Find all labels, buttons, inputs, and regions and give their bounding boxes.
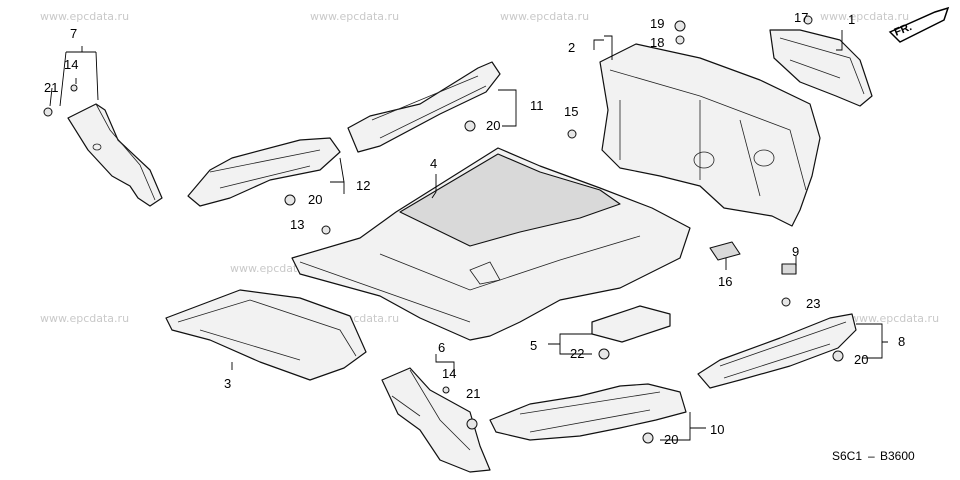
- watermark: www.epcdata.ru: [850, 312, 939, 325]
- diagram-code: S6C1 – B3600: [832, 449, 915, 463]
- part-20-clip: [464, 120, 476, 132]
- callout-6: 6: [438, 340, 445, 355]
- part-22-clip: [598, 348, 610, 360]
- part-16-clip: [709, 241, 741, 261]
- callout-8: 8: [898, 334, 905, 349]
- part-6-trim: [381, 367, 491, 473]
- callout-21-upper: 21: [44, 80, 58, 95]
- callout-10: 10: [710, 422, 724, 437]
- callout-9: 9: [792, 244, 799, 259]
- callout-20-upper: 20: [486, 118, 500, 133]
- watermark: www.epcdata.ru: [310, 10, 399, 23]
- callout-2: 2: [568, 40, 575, 55]
- callout-20-lower: 20: [664, 432, 678, 447]
- callout-3: 3: [224, 376, 231, 391]
- callout-18: 18: [650, 35, 664, 50]
- callout-numbers: 1 2 3 4 5 6 7 8 9 10 11 12 13 14 14 15 1…: [44, 10, 905, 447]
- watermark: www.epcdata.ru: [820, 10, 909, 23]
- callout-20-right: 20: [854, 352, 868, 367]
- callout-13: 13: [290, 217, 304, 232]
- watermark: www.epcdata.ru: [40, 10, 129, 23]
- callout-5: 5: [530, 338, 537, 353]
- part-12-garnish: [187, 137, 341, 207]
- callout-12: 12: [356, 178, 370, 193]
- callout-4: 4: [430, 156, 437, 171]
- part-10-garnish: [489, 383, 687, 444]
- part-5-pad: [591, 305, 671, 343]
- diagram-code-prefix: S6C1: [832, 449, 862, 463]
- diagram-code-separator: –: [868, 449, 875, 463]
- callout-19: 19: [650, 16, 664, 31]
- part-8-garnish: [697, 297, 857, 389]
- watermark: www.epcdata.ru: [500, 10, 589, 23]
- part-13-clip: [321, 225, 331, 235]
- callout-14-upper: 14: [64, 57, 78, 72]
- part-7-trim: [43, 84, 163, 207]
- part-11-garnish: [347, 61, 501, 153]
- front-direction-arrow: FR.: [888, 6, 950, 43]
- callout-1: 1: [848, 12, 855, 27]
- callout-22: 22: [570, 346, 584, 361]
- callout-15: 15: [564, 104, 578, 119]
- diagram-code-number: B3600: [880, 449, 915, 463]
- callout-20-middle: 20: [308, 192, 322, 207]
- callout-23: 23: [806, 296, 820, 311]
- callout-7: 7: [70, 26, 77, 41]
- part-1-insulator: [567, 15, 873, 139]
- callout-17: 17: [794, 10, 808, 25]
- part-9-clip: [781, 263, 797, 275]
- leader-lines: [49, 30, 888, 441]
- watermark: www.epcdata.ru: [40, 312, 129, 325]
- callout-14-lower: 14: [442, 366, 456, 381]
- part-4-floor-carpet: [291, 147, 691, 341]
- part-3-floor-tray: [165, 289, 367, 381]
- callout-21-lower: 21: [466, 386, 480, 401]
- part-2-rear-panel: [599, 20, 821, 227]
- callout-11: 11: [530, 98, 544, 113]
- callout-16: 16: [718, 274, 732, 289]
